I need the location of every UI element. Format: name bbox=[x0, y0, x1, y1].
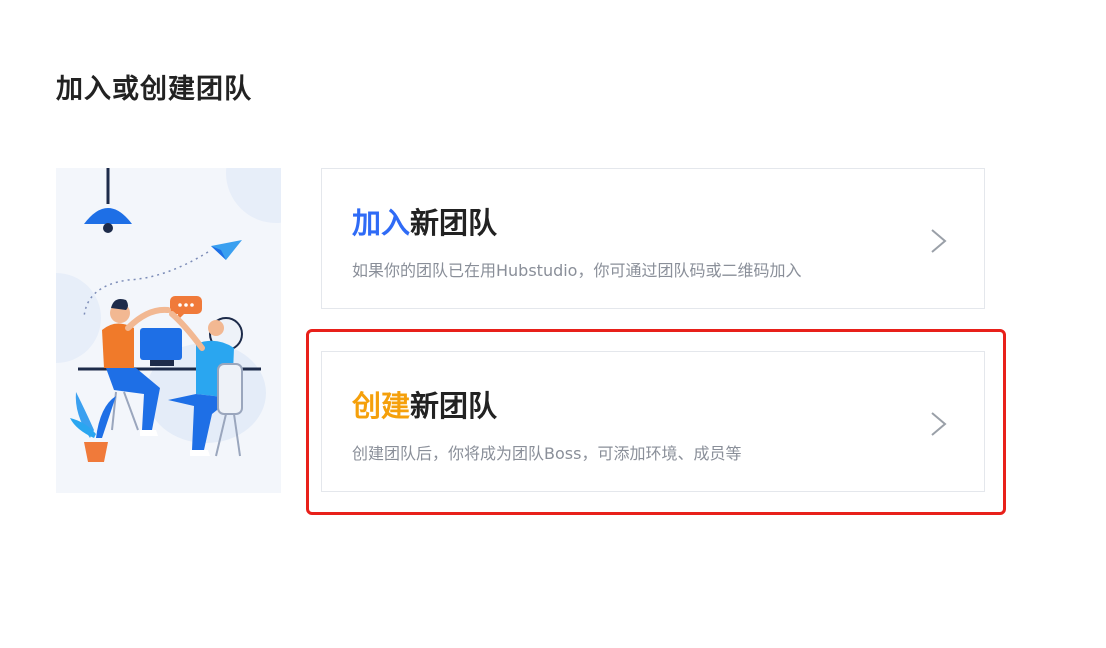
create-team-card[interactable]: 创建新团队 创建团队后，你将成为团队Boss，可添加环境、成员等 bbox=[321, 351, 985, 492]
join-title-accent: 加入 bbox=[352, 206, 411, 240]
create-title-accent: 创建 bbox=[352, 389, 411, 423]
team-illustration bbox=[56, 168, 281, 493]
join-title-rest: 新团队 bbox=[410, 206, 498, 240]
create-team-title: 创建新团队 bbox=[352, 388, 497, 424]
join-team-description: 如果你的团队已在用Hubstudio，你可通过团队码或二维码加入 bbox=[352, 261, 802, 280]
chevron-right-icon[interactable] bbox=[928, 227, 950, 255]
chevron-right-icon[interactable] bbox=[928, 410, 950, 438]
create-title-rest: 新团队 bbox=[410, 389, 498, 423]
join-team-card[interactable]: 加入新团队 如果你的团队已在用Hubstudio，你可通过团队码或二维码加入 bbox=[321, 168, 985, 309]
page-title: 加入或创建团队 bbox=[56, 74, 252, 105]
join-team-title: 加入新团队 bbox=[352, 205, 497, 241]
create-team-description: 创建团队后，你将成为团队Boss，可添加环境、成员等 bbox=[352, 444, 742, 463]
